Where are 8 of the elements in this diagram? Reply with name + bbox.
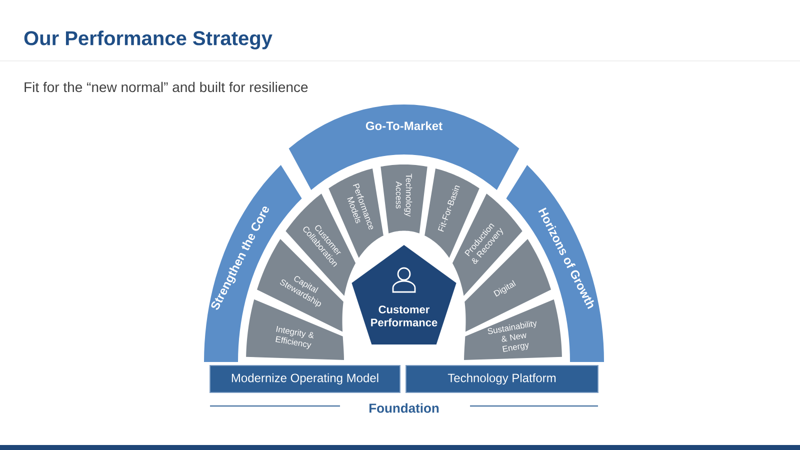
subtitle: Fit for the “new normal” and built for resilience	[24, 82, 308, 92]
segment: Sustainability & New Energy	[464, 299, 562, 360]
pentagon: Customer Performance	[352, 245, 456, 344]
section-label: Foundation	[370, 403, 439, 413]
foundation-bar: Technology Platform	[406, 365, 598, 393]
title: Our Performance Strategy	[24, 30, 272, 50]
foundation-bar: Modernize Operating Model	[210, 365, 400, 393]
segment: Technology Access	[380, 164, 428, 234]
